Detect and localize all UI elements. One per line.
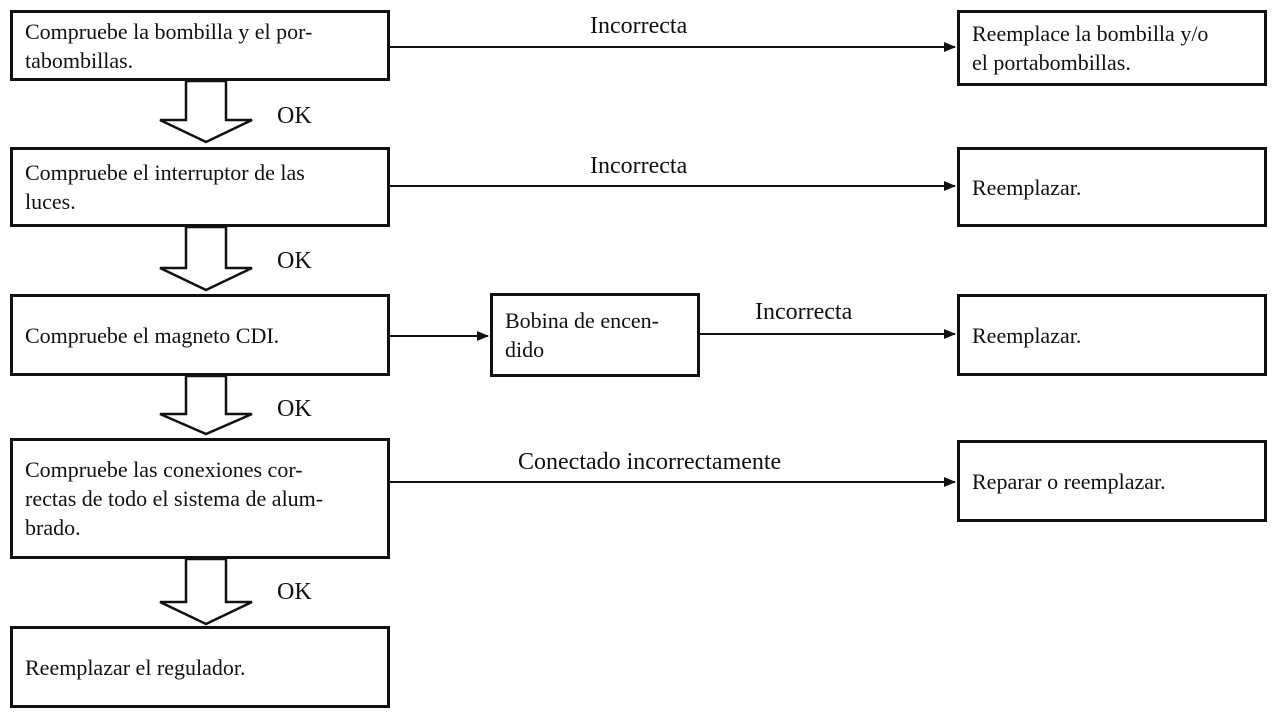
edge-label-4: Conectado incorrectamente <box>518 449 782 475</box>
outcome-text-4: Reparar o reemplazar. <box>972 468 1166 494</box>
down-arrow-1 <box>159 79 253 144</box>
outcome-text-3: Reemplazar. <box>972 322 1082 348</box>
step-box-4: Compruebe las conexiones cor- rectas de … <box>10 438 390 559</box>
ok-label-2: OK <box>277 248 312 274</box>
outcome-box-3: Reemplazar. <box>957 294 1267 376</box>
ok-label-1: OK <box>277 103 312 129</box>
edge-label-2: Incorrecta <box>590 153 688 179</box>
outcome-box-4: Reparar o reemplazar. <box>957 440 1267 522</box>
step-box-3: Compruebe el magneto CDI. <box>10 294 390 376</box>
down-arrow-4 <box>159 557 253 626</box>
ok-label-4: OK <box>277 579 312 605</box>
edge-label-1: Incorrecta <box>590 13 688 39</box>
step-text-2: Compruebe el interruptor de las luces. <box>25 160 305 214</box>
step-box-2: Compruebe el interruptor de las luces. <box>10 147 390 227</box>
step-box-1: Compruebe la bombilla y el por- tabombil… <box>10 10 390 81</box>
outcome-text-2: Reemplazar. <box>972 174 1082 200</box>
intermediate-text: Bobina de encen- dido <box>505 308 659 362</box>
ok-label-3: OK <box>277 396 312 422</box>
step-text-5: Reemplazar el regulador. <box>25 654 246 680</box>
outcome-box-2: Reemplazar. <box>957 147 1267 227</box>
down-arrow-2 <box>159 225 253 292</box>
intermediate-box: Bobina de encen- dido <box>490 293 700 377</box>
step-text-4: Compruebe las conexiones cor- rectas de … <box>25 457 324 540</box>
down-arrow-3 <box>159 374 253 436</box>
outcome-box-1: Reemplace la bombilla y/o el portabombil… <box>957 10 1267 86</box>
step-box-5: Reemplazar el regulador. <box>10 626 390 708</box>
outcome-text-1: Reemplace la bombilla y/o el portabombil… <box>972 21 1209 75</box>
edge-label-3: Incorrecta <box>755 299 853 325</box>
step-text-3: Compruebe el magneto CDI. <box>25 322 280 348</box>
step-text-1: Compruebe la bombilla y el por- tabombil… <box>25 18 313 73</box>
